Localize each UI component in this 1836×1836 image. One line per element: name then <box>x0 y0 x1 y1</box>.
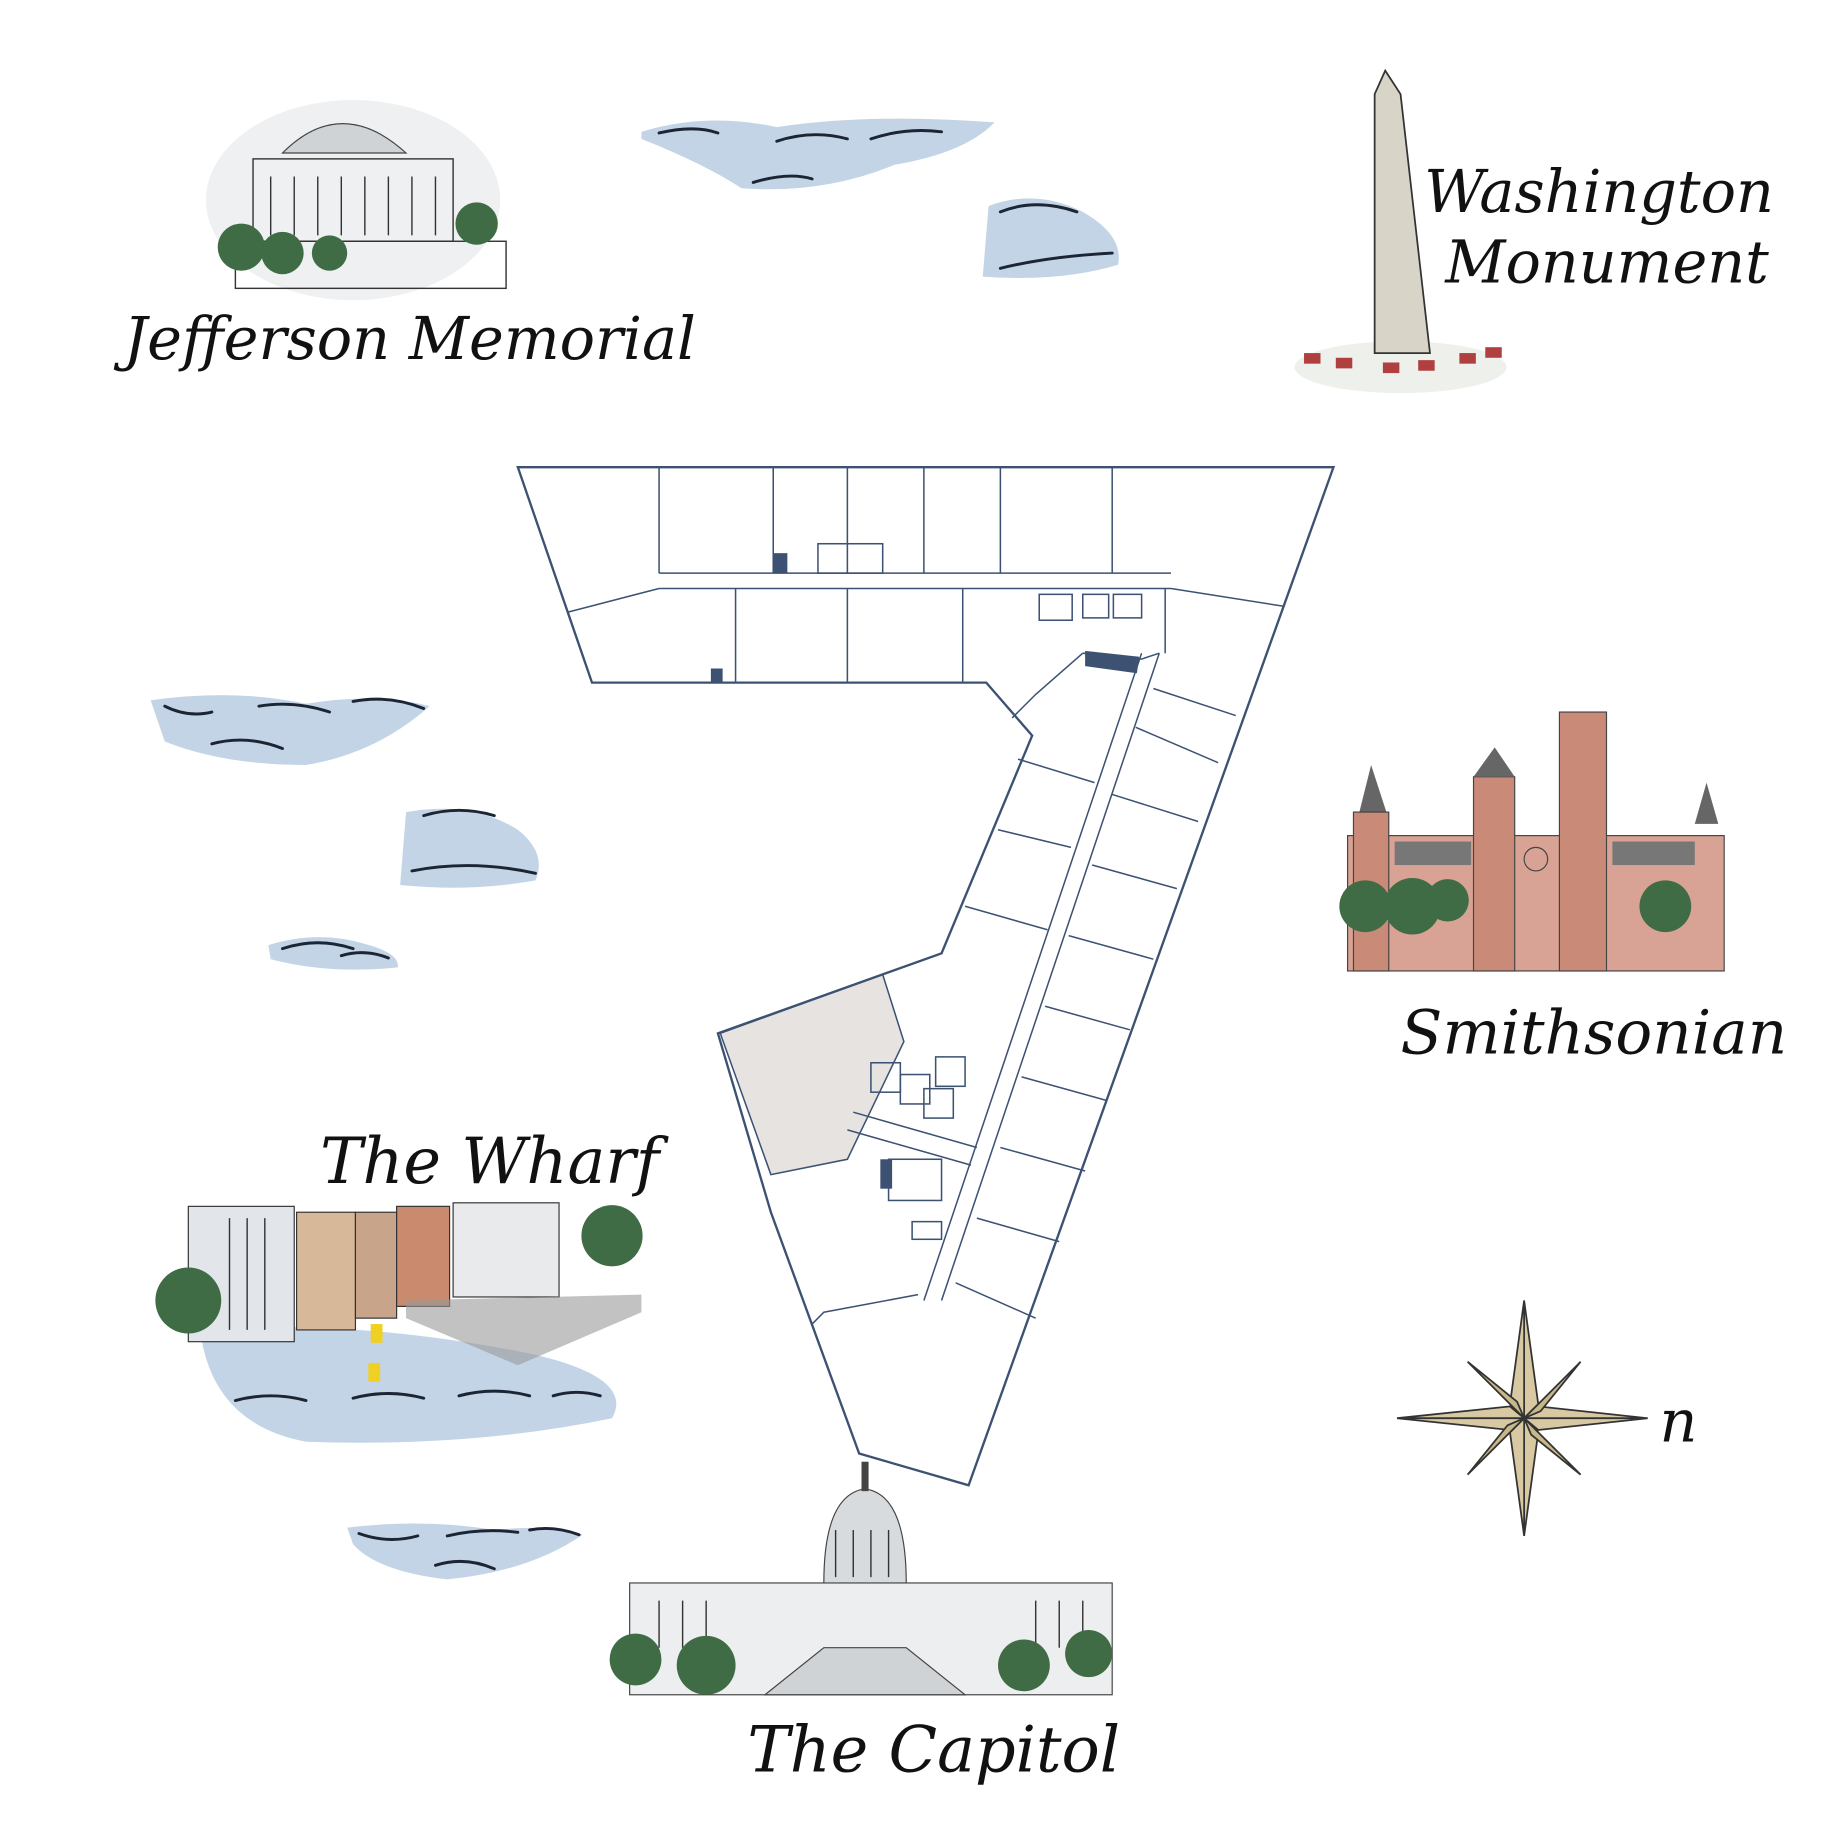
compass-north-label: n <box>1659 1387 1697 1456</box>
washington-monument-illustration <box>1294 68 1507 394</box>
smithsonian-illustration <box>1339 711 1725 972</box>
building-outline <box>516 466 1336 1487</box>
capitol-label: The Capitol <box>747 1712 1120 1786</box>
washington-monument-label-line1: Washington <box>1424 157 1774 226</box>
wharf-label: The Wharf <box>320 1124 669 1198</box>
cloud-left-1 <box>150 695 430 765</box>
cloud-left-3 <box>268 937 398 970</box>
jefferson-memorial-illustration <box>205 100 507 301</box>
cloud-top <box>641 118 995 190</box>
wharf-illustration <box>155 1202 643 1443</box>
compass-rose: n <box>1396 1300 1697 1537</box>
cloud-bottom-left <box>347 1523 583 1580</box>
cloud-top-right <box>982 198 1119 279</box>
smithsonian-label: Smithsonian <box>1401 997 1788 1068</box>
jefferson-memorial-label: Jefferson Memorial <box>114 304 696 373</box>
building-floor-plan <box>516 466 1336 1487</box>
cloud-left-2 <box>400 808 539 888</box>
washington-monument-label-line2: Monument <box>1444 227 1769 296</box>
interior-walls <box>568 467 1283 1325</box>
highlighted-room[interactable] <box>719 973 905 1176</box>
capitol-illustration <box>609 1461 1113 1696</box>
